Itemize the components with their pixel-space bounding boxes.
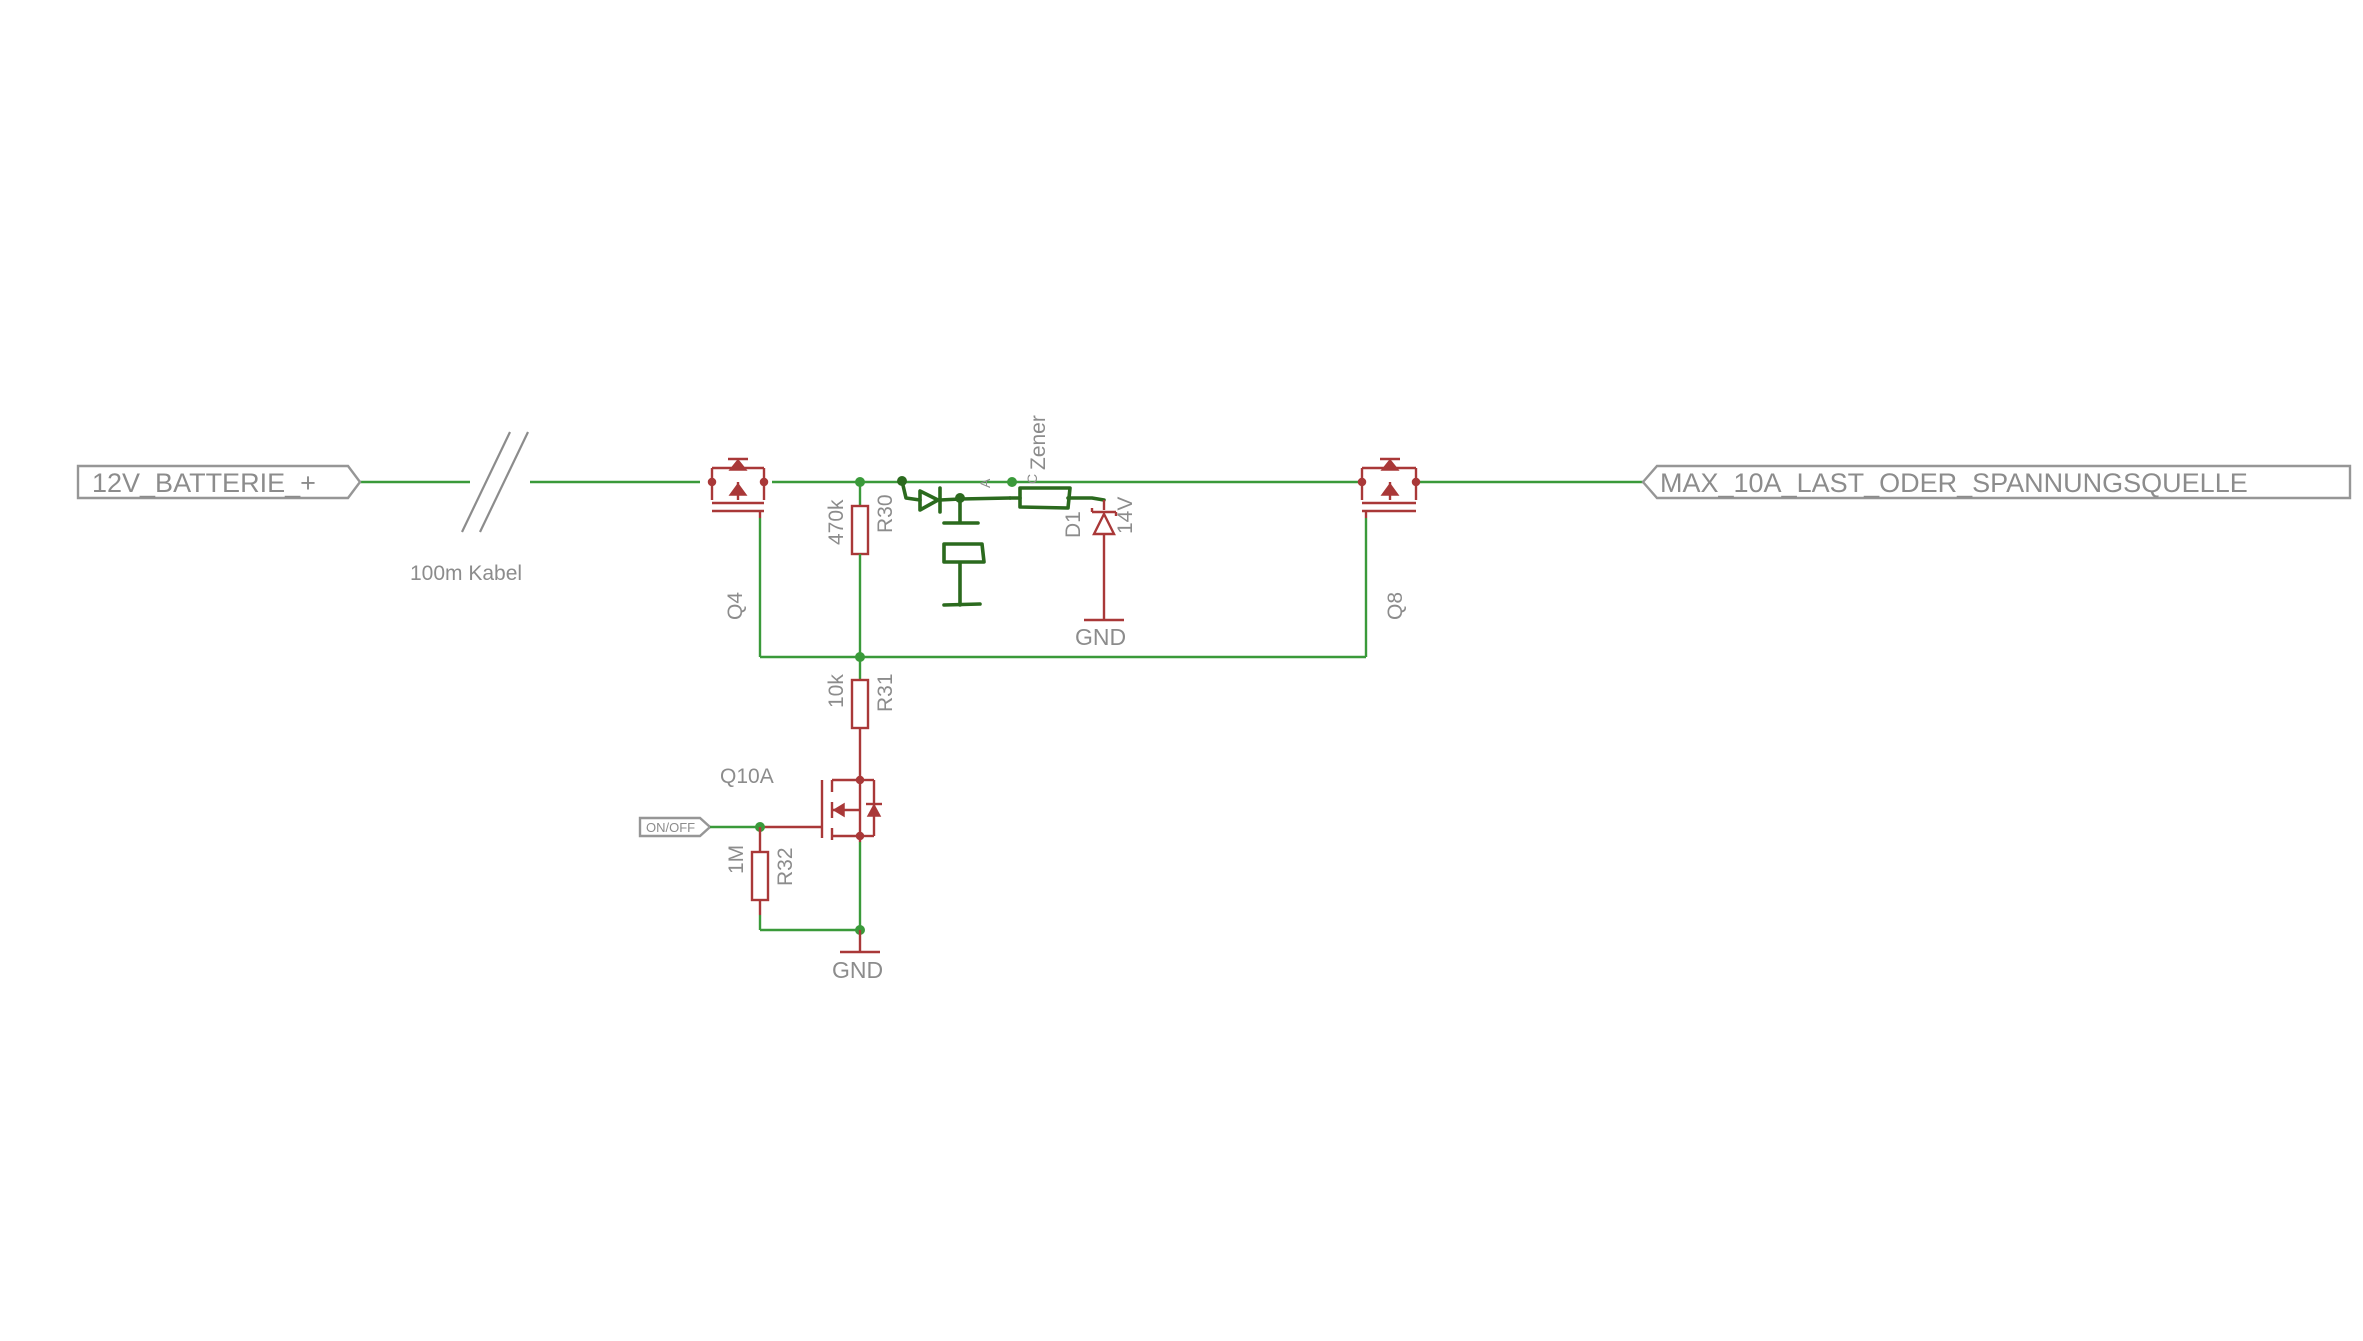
- ground-symbol-bottom: GND: [832, 950, 883, 983]
- r31-value: 10k: [825, 674, 848, 708]
- r30-value: 470k: [825, 499, 848, 545]
- q10a-label: Q10A: [720, 765, 774, 788]
- resistor-r31[interactable]: 10k R31: [825, 657, 897, 780]
- cable-break-symbol: 100m Kabel: [410, 431, 529, 585]
- load-port[interactable]: MAX_10A_LAST_ODER_SPANNUNGSQUELLE: [1641, 464, 2352, 500]
- zener-label: Zener: [1027, 415, 1050, 470]
- zener-d1[interactable]: D1 14V: [1062, 497, 1137, 620]
- resistor-r32[interactable]: 1M R32: [710, 822, 797, 915]
- r30-name: R30: [874, 494, 897, 533]
- ground-symbol-top: GND: [1075, 618, 1126, 650]
- cable-label: 100m Kabel: [410, 562, 522, 585]
- mosfet-q10a[interactable]: Q10A: [720, 765, 882, 842]
- sketched-diode-network: Zener A C: [897, 415, 1106, 607]
- svg-text:C: C: [1024, 474, 1040, 484]
- q4-label: Q4: [724, 592, 747, 620]
- source-ground-wire: [758, 842, 865, 952]
- r32-value: 1M: [725, 845, 748, 874]
- onoff-port[interactable]: ON/OFF: [638, 816, 712, 838]
- q8-label: Q8: [1384, 592, 1407, 620]
- mosfet-q8[interactable]: Q8: [1357, 457, 1421, 620]
- r31-name: R31: [874, 673, 897, 712]
- battery-port[interactable]: 12V_BATTERIE_+: [76, 464, 362, 500]
- r32-name: R32: [774, 847, 797, 886]
- mosfet-q4[interactable]: Q4: [707, 457, 769, 620]
- load-port-label: MAX_10A_LAST_ODER_SPANNUNGSQUELLE: [1660, 468, 2248, 498]
- gnd-bottom-label: GND: [832, 957, 883, 983]
- resistor-r30[interactable]: 470k R30: [825, 477, 897, 657]
- battery-port-label: 12V_BATTERIE_+: [92, 468, 316, 498]
- svg-text:A: A: [977, 478, 993, 488]
- d1-value: 14V: [1114, 497, 1137, 534]
- onoff-port-label: ON/OFF: [646, 820, 695, 835]
- d1-name: D1: [1062, 511, 1085, 538]
- gnd-top-label: GND: [1075, 624, 1126, 650]
